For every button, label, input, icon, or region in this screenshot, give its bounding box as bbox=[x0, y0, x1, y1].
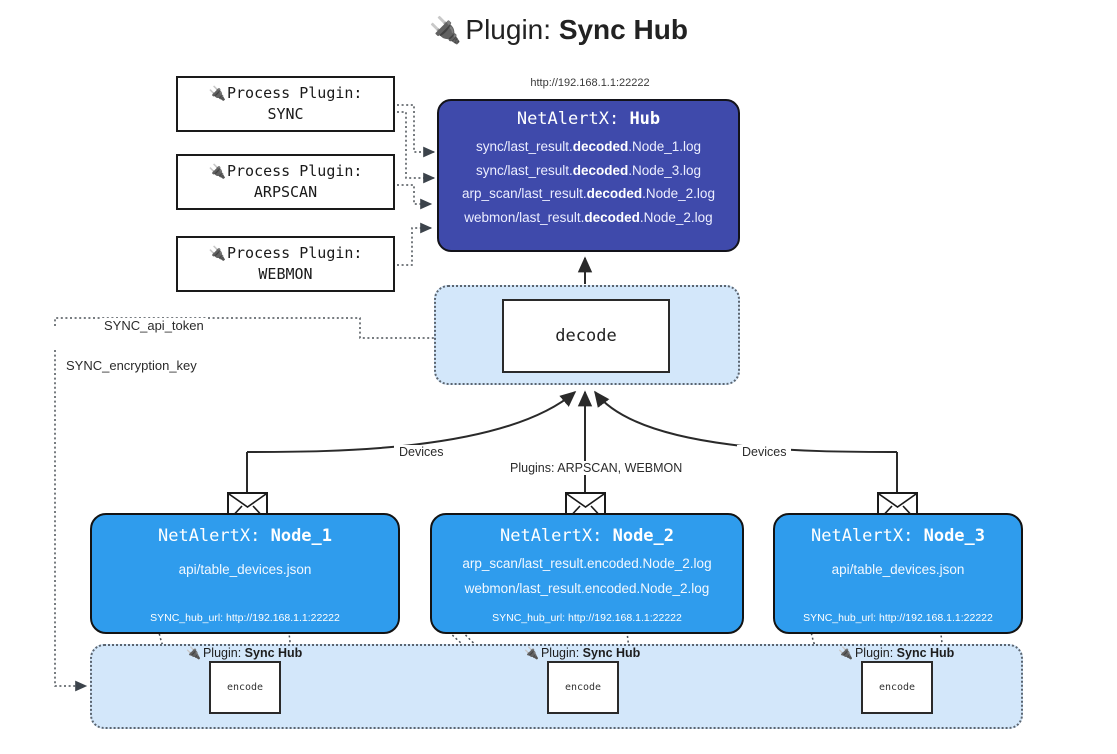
node-node-2[interactable]: NetAlertX: Node_2 arp_scan/last_result.e… bbox=[430, 513, 744, 634]
node-2-lines: arp_scan/last_result.encoded.Node_2.log … bbox=[432, 552, 742, 602]
plugin-tag-node-1: 🔌Plugin: Sync Hub bbox=[186, 646, 303, 660]
node-2-line: webmon/last_result.encoded.Node_2.log bbox=[464, 580, 710, 596]
process-plugin-arpscan[interactable]: 🔌Process Plugin: ARPSCAN bbox=[176, 154, 395, 210]
process-plugin-webmon-line2: WEBMON bbox=[258, 265, 313, 284]
node-2-line: arp_scan/last_result.encoded.Node_2.log bbox=[462, 556, 712, 571]
plug-icon: 🔌 bbox=[524, 646, 539, 660]
encode-box-node-3[interactable]: encode bbox=[861, 661, 933, 714]
hub-title: NetAlertX: Hub bbox=[516, 109, 661, 129]
plug-icon: 🔌 bbox=[429, 15, 462, 45]
edge-label-devices-left: Devices bbox=[394, 445, 449, 459]
node-2-hub-url: SYNC_hub_url: http://192.168.1.1:22222 bbox=[492, 612, 682, 624]
process-plugin-arpscan-line1: 🔌Process Plugin: bbox=[208, 162, 363, 181]
node-1-hub-url: SYNC_hub_url: http://192.168.1.1:22222 bbox=[150, 612, 340, 624]
decode-box[interactable]: decode bbox=[502, 299, 670, 373]
process-plugin-webmon[interactable]: 🔌Process Plugin: WEBMON bbox=[176, 236, 395, 292]
plug-icon: 🔌 bbox=[838, 646, 853, 660]
hub-log-line: sync/last_result.decoded.Node_3.log bbox=[475, 162, 702, 178]
plug-icon: 🔌 bbox=[208, 164, 226, 181]
edge-label-devices-right: Devices bbox=[737, 445, 792, 459]
node-1-line: api/table_devices.json bbox=[178, 562, 312, 577]
node-3-title: NetAlertX: Node_3 bbox=[810, 526, 986, 546]
node-3-lines: api/table_devices.json bbox=[775, 558, 1021, 583]
hub-log-line: sync/last_result.decoded.Node_1.log bbox=[475, 139, 702, 154]
encode-box-node-1[interactable]: encode bbox=[209, 661, 281, 714]
hub-log-line: webmon/last_result.decoded.Node_2.log bbox=[464, 209, 713, 225]
node-3-line: api/table_devices.json bbox=[831, 562, 965, 577]
plug-icon: 🔌 bbox=[208, 246, 226, 263]
sync-api-token-label: SYNC_api_token bbox=[100, 318, 208, 333]
plugin-tag-node-3: 🔌Plugin: Sync Hub bbox=[838, 646, 955, 660]
encode-box-node-2[interactable]: encode bbox=[547, 661, 619, 714]
title-prefix: Plugin: bbox=[465, 14, 552, 45]
node-node-3[interactable]: NetAlertX: Node_3 api/table_devices.json… bbox=[773, 513, 1023, 634]
node-node-1[interactable]: NetAlertX: Node_1 api/table_devices.json… bbox=[90, 513, 400, 634]
process-plugin-webmon-line1: 🔌Process Plugin: bbox=[208, 244, 363, 263]
node-2-title: NetAlertX: Node_2 bbox=[499, 526, 675, 546]
node-1-lines: api/table_devices.json bbox=[92, 558, 398, 583]
plug-icon: 🔌 bbox=[186, 646, 201, 660]
hub-node[interactable]: NetAlertX: Hub sync/last_result.decoded.… bbox=[437, 99, 740, 252]
node-1-title: NetAlertX: Node_1 bbox=[157, 526, 333, 546]
plugin-tag-node-2: 🔌Plugin: Sync Hub bbox=[524, 646, 641, 660]
plug-icon: 🔌 bbox=[208, 86, 226, 103]
edge-label-plugins: Plugins: ARPSCAN, WEBMON bbox=[505, 461, 688, 475]
title-name: Sync Hub bbox=[558, 14, 688, 45]
process-plugin-sync-line2: SYNC bbox=[267, 105, 304, 124]
hub-log-line: arp_scan/last_result.decoded.Node_2.log bbox=[462, 186, 715, 202]
sync-encryption-key-label: SYNC_encryption_key bbox=[62, 358, 201, 373]
hub-url-label: http://192.168.1.1:22222 bbox=[530, 77, 650, 89]
page-title: 🔌Plugin: Sync Hub bbox=[0, 14, 1117, 46]
node-3-hub-url: SYNC_hub_url: http://192.168.1.1:22222 bbox=[803, 612, 993, 624]
process-plugin-arpscan-line2: ARPSCAN bbox=[253, 183, 318, 202]
process-plugin-sync[interactable]: 🔌Process Plugin: SYNC bbox=[176, 76, 395, 132]
process-plugin-sync-line1: 🔌Process Plugin: bbox=[208, 84, 363, 103]
